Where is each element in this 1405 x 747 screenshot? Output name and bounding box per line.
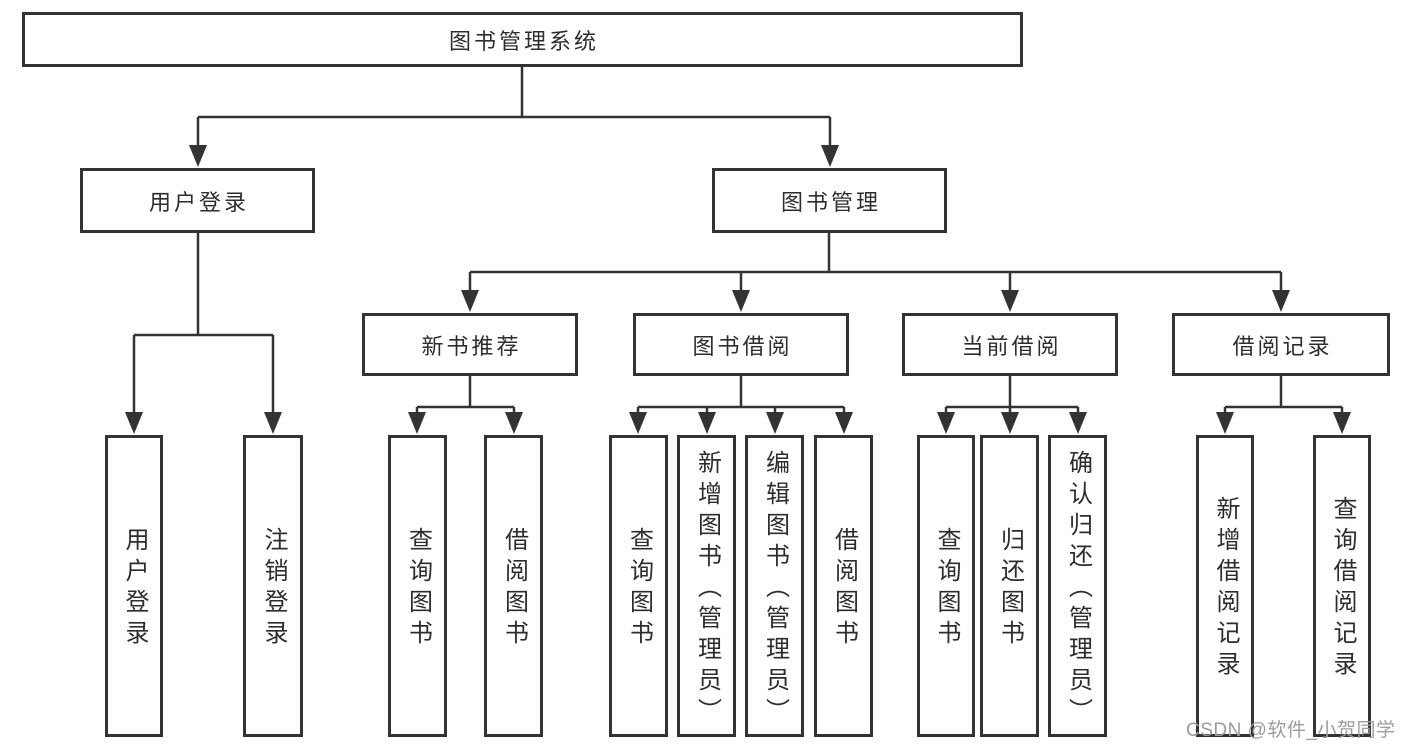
node-root: 图书管理系统 (22, 12, 1023, 67)
arrowhead (835, 412, 853, 434)
connector-strokes (132, 67, 1344, 414)
arrowhead (125, 412, 143, 434)
leaf-query-borrow-record-label: 查询借阅记录 (1329, 496, 1356, 682)
leaf-query-books-rec: 查询图书 (388, 435, 447, 737)
leaf-query-books-borrow-label: 查询图书 (625, 527, 653, 651)
leaf-query-books-current: 查询图书 (917, 435, 975, 737)
connector-book-mgmt-to-level3 (468, 233, 1283, 292)
arrowhead (264, 412, 282, 434)
arrowhead (505, 412, 523, 434)
leaf-user-login-label: 用户登录 (121, 527, 148, 651)
arrowhead (1333, 412, 1351, 434)
leaf-edit-books-admin: 编辑图书（管理员） (745, 435, 804, 737)
leaf-borrow-books-rec: 借阅图书 (484, 435, 543, 737)
leaf-logout-label: 注销登录 (260, 527, 287, 651)
leaf-add-books-admin-label: 新增图书（管理员） (693, 449, 721, 729)
arrowhead (1001, 412, 1019, 434)
leaf-confirm-return-admin: 确认归还（管理员） (1048, 435, 1107, 737)
arrowhead (1272, 290, 1290, 312)
node-new-book-rec: 新书推荐 (362, 313, 578, 376)
arrowhead (766, 412, 784, 434)
arrowhead (629, 412, 647, 434)
leaf-return-books: 归还图书 (980, 435, 1039, 737)
leaf-add-borrow-record: 新增借阅记录 (1196, 435, 1254, 737)
node-user-login: 用户登录 (80, 168, 315, 233)
node-root-label: 图书管理系统 (448, 28, 599, 54)
connector-root-to-level2 (196, 67, 832, 147)
connector-new-book-to-leaves (415, 376, 516, 414)
arrowhead (1001, 290, 1019, 312)
leaf-borrow-books-rec-label: 借阅图书 (500, 527, 528, 651)
arrowheads (125, 145, 1351, 434)
node-user-login-label: 用户登录 (148, 189, 249, 215)
node-book-borrow-label: 图书借阅 (692, 333, 793, 359)
leaf-confirm-return-admin-label: 确认归还（管理员） (1064, 449, 1092, 729)
leaf-add-books-admin: 新增图书（管理员） (677, 435, 736, 737)
arrowhead (189, 145, 207, 167)
leaf-add-borrow-record-label: 新增借阅记录 (1212, 496, 1239, 682)
node-borrow-records: 借阅记录 (1172, 313, 1390, 376)
connector-book-borrow-to-leaves (636, 376, 846, 414)
leaf-query-books-current-label: 查询图书 (933, 527, 960, 651)
leaf-query-borrow-record: 查询借阅记录 (1313, 435, 1371, 737)
arrowhead (732, 290, 750, 312)
node-book-borrow: 图书借阅 (633, 313, 849, 376)
node-borrow-records-label: 借阅记录 (1232, 333, 1333, 359)
arrowhead (408, 412, 426, 434)
arrowhead (461, 290, 479, 312)
connector-current-borrow-to-leaves (944, 376, 1080, 414)
connector-user-login-to-leaves (132, 233, 275, 414)
node-new-book-rec-label: 新书推荐 (421, 333, 522, 359)
arrowhead (1069, 412, 1087, 434)
connector-borrow-record-to-leaves (1223, 376, 1344, 414)
arrowhead (1216, 412, 1234, 434)
leaf-borrow-books-label: 借阅图书 (830, 527, 858, 651)
csdn-watermark: CSDN @软件_小贺同学 (1186, 720, 1396, 741)
arrowhead (937, 412, 955, 434)
leaf-return-books-label: 归还图书 (996, 527, 1024, 651)
arrowhead (821, 145, 839, 167)
leaf-user-login: 用户登录 (105, 435, 163, 737)
node-book-mgmt-label: 图书管理 (780, 189, 881, 215)
leaf-query-books-rec-label: 查询图书 (404, 527, 432, 651)
node-current-borrow: 当前借阅 (902, 313, 1118, 376)
arrowhead (698, 412, 716, 434)
node-current-borrow-label: 当前借阅 (961, 333, 1062, 359)
leaf-borrow-books: 借阅图书 (814, 435, 873, 737)
node-book-mgmt: 图书管理 (712, 168, 947, 233)
leaf-query-books-borrow: 查询图书 (609, 435, 668, 737)
leaf-logout: 注销登录 (243, 435, 303, 737)
leaf-edit-books-admin-label: 编辑图书（管理员） (761, 449, 789, 729)
